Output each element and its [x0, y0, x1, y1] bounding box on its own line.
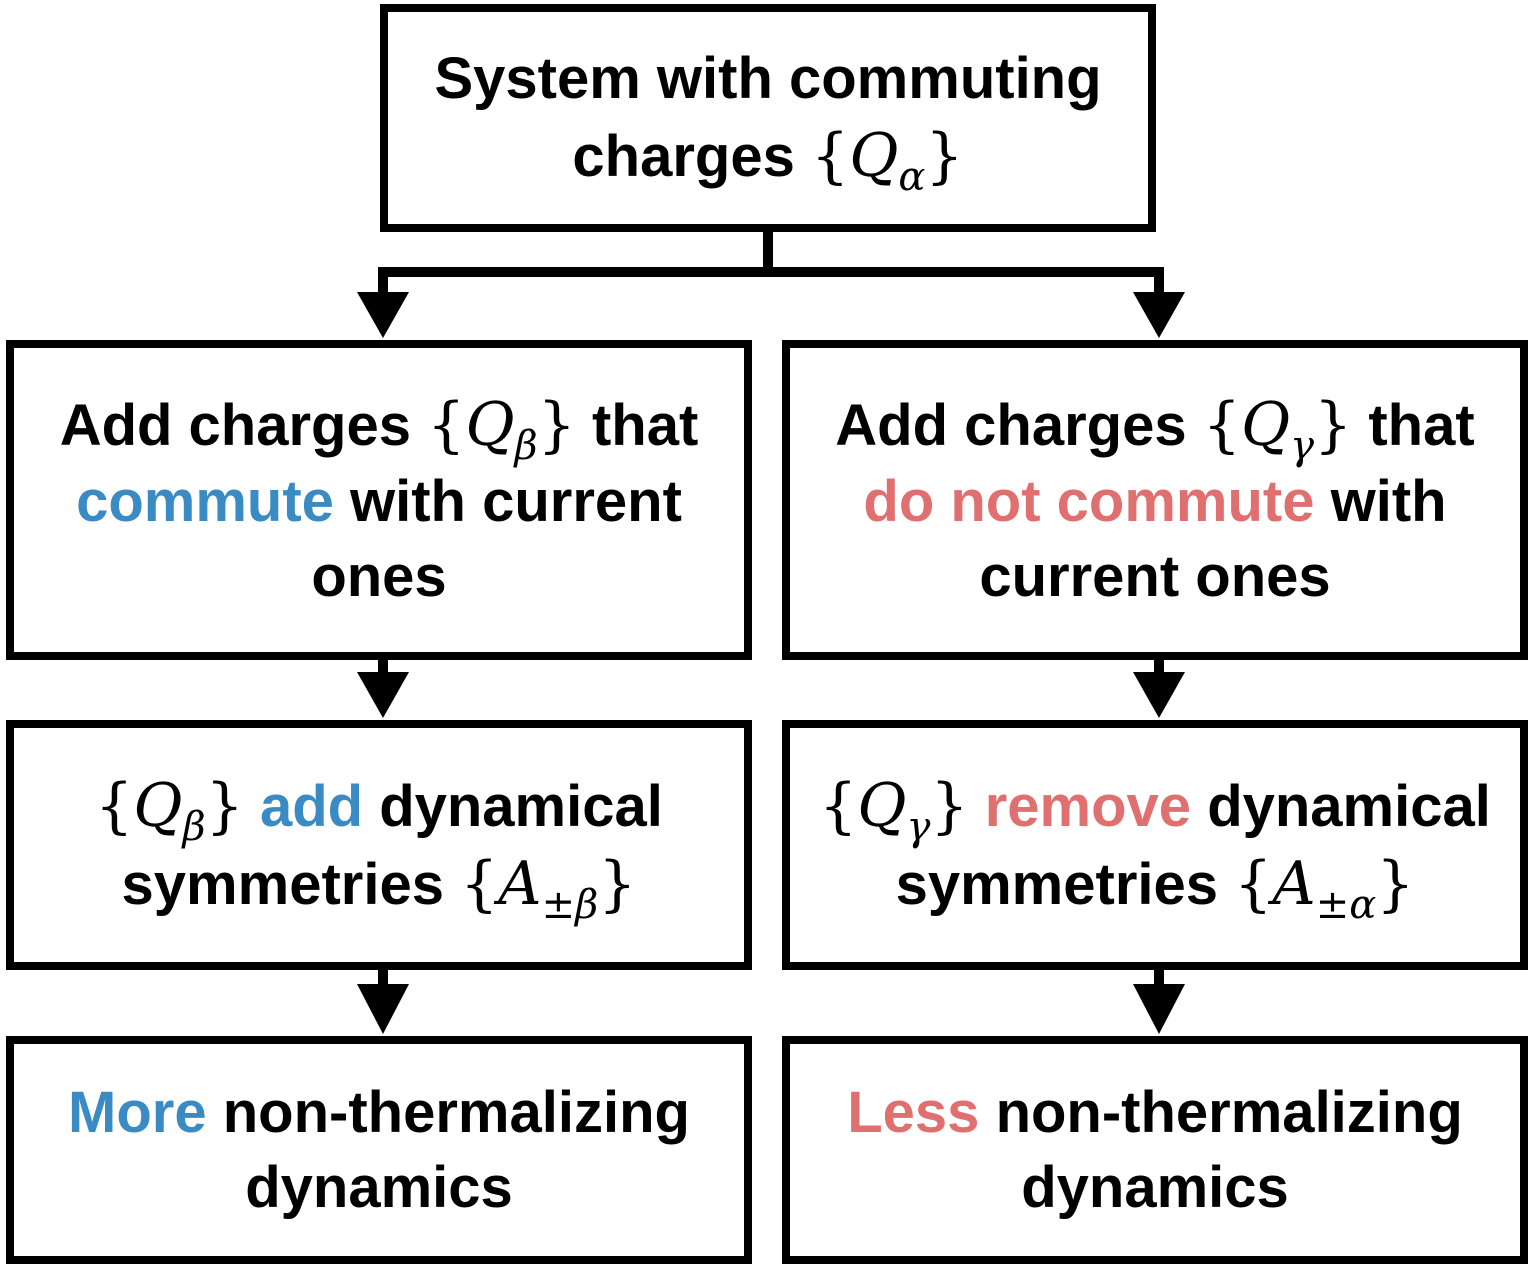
right-node-3-line-1: Less non-thermalizing	[847, 1079, 1463, 1145]
charges-set-beta: {Qβ}	[95, 771, 244, 850]
arrow-head-left-1	[357, 292, 409, 338]
add-highlight: add	[259, 774, 364, 839]
left-node-3-line-1: More non-thermalizing	[68, 1079, 690, 1145]
left-node-2-line-2: symmetries {A±β}	[121, 849, 637, 928]
left-node-1-line-3: ones	[311, 544, 447, 609]
left-node-add-commuting-charges: Add charges {Qβ} that commute with curre…	[6, 340, 752, 660]
arrow-head-left-2	[357, 672, 409, 718]
arrow-head-left-3	[357, 984, 409, 1034]
more-highlight: More	[68, 1079, 207, 1145]
do-not-commute-highlight: do not commute	[863, 468, 1315, 534]
top-node-line-1: System with commuting	[434, 46, 1102, 112]
right-node-3-line-2: dynamics	[1021, 1155, 1289, 1220]
right-node-2-line-1: {Qγ} remove dynamical	[819, 771, 1491, 850]
charges-set-beta: {Qβ}	[427, 389, 576, 469]
right-node-1-line-1: Add charges {Qγ} that	[835, 389, 1475, 469]
top-node: System with commuting charges {Qα}	[380, 4, 1156, 232]
right-node-add-noncommuting-charges: Add charges {Qγ} that do not commute wit…	[782, 340, 1528, 660]
arrow-head-right-2	[1133, 672, 1185, 718]
arrow-head-right-1	[1133, 292, 1185, 338]
right-node-less-dynamics: Less non-thermalizing dynamics	[782, 1036, 1528, 1264]
remove-highlight: remove	[984, 774, 1192, 839]
right-node-1-line-2: do not commute with	[863, 468, 1447, 534]
charges-set-gamma: {Qγ}	[1202, 389, 1353, 469]
left-node-1-line-2: commute with current	[76, 468, 682, 534]
right-node-remove-symmetries: {Qγ} remove dynamical symmetries {A±α}	[782, 720, 1528, 970]
less-highlight: Less	[847, 1079, 980, 1145]
commute-highlight: commute	[76, 468, 334, 534]
right-node-2-line-2: symmetries {A±α}	[895, 849, 1415, 928]
symmetries-set-beta: {A±β}	[460, 849, 637, 928]
left-node-more-dynamics: More non-thermalizing dynamics	[6, 1036, 752, 1264]
left-node-add-symmetries: {Qβ} add dynamical symmetries {A±β}	[6, 720, 752, 970]
left-node-2-line-1: {Qβ} add dynamical	[95, 771, 663, 850]
charges-set-alpha: {Qα}	[811, 120, 964, 200]
left-node-3-line-2: dynamics	[245, 1155, 513, 1220]
top-node-charges-text: charges	[572, 123, 795, 189]
symmetries-set-alpha: {A±α}	[1234, 849, 1415, 928]
right-node-1-line-3: current ones	[979, 544, 1331, 609]
left-node-1-line-1: Add charges {Qβ} that	[59, 389, 699, 469]
top-node-line-2: charges {Qα}	[572, 117, 964, 200]
arrow-head-right-3	[1133, 984, 1185, 1034]
charges-set-gamma: {Qγ}	[819, 771, 969, 850]
